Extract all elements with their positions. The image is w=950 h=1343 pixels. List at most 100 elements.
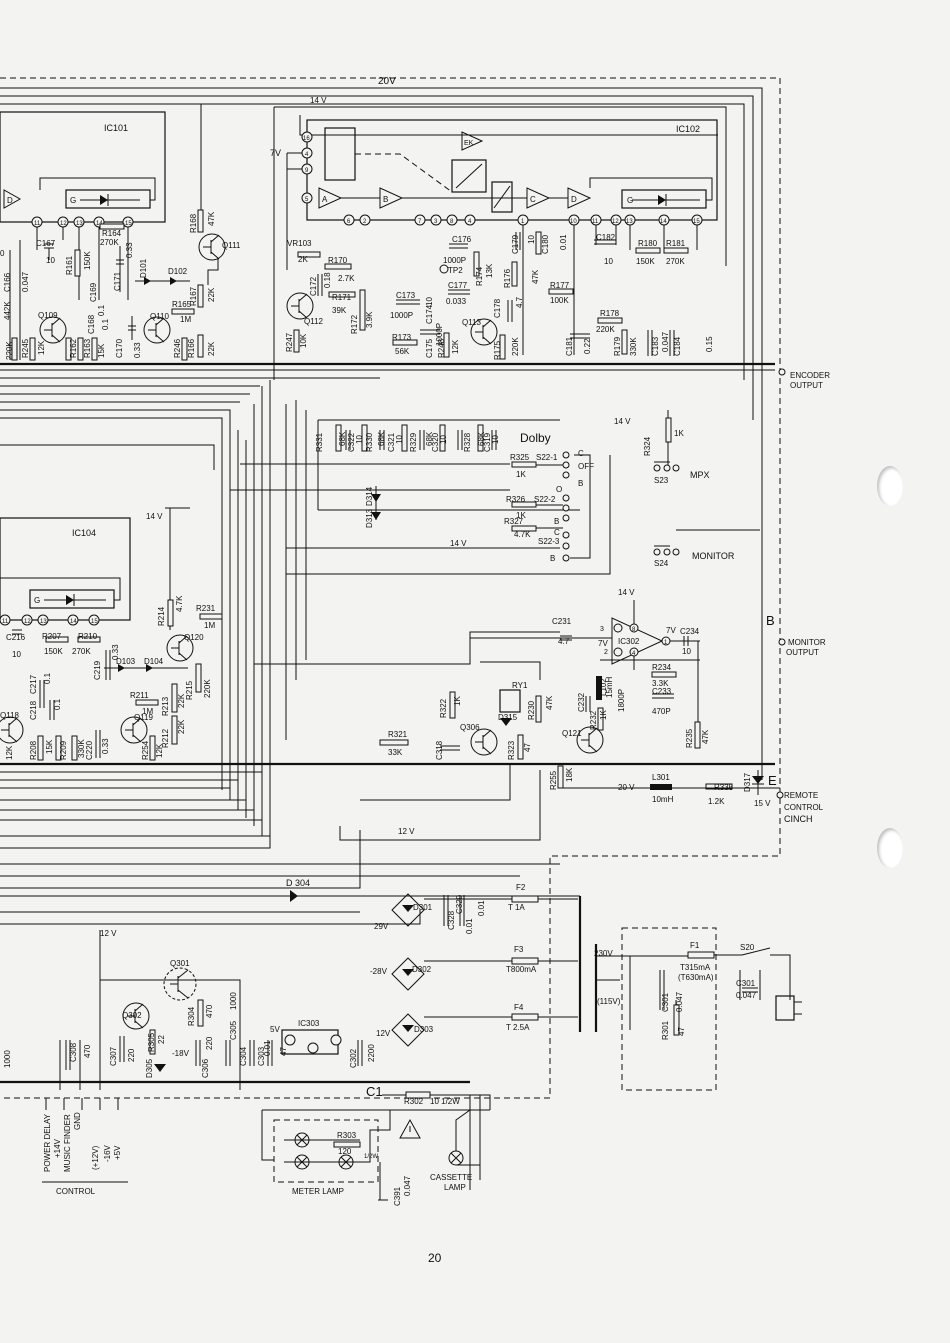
svg-text:4.7K: 4.7K (514, 530, 531, 539)
svg-text:Q306: Q306 (460, 723, 480, 732)
svg-text:C177: C177 (448, 281, 468, 290)
svg-text:R174: R174 (475, 266, 484, 286)
punch-hole-top (877, 466, 903, 506)
svg-text:C167: C167 (36, 239, 56, 248)
svg-text:2: 2 (604, 649, 608, 656)
svg-text:C218: C218 (29, 700, 38, 720)
svg-text:C182: C182 (596, 233, 616, 242)
svg-text:C321: C321 (387, 432, 396, 452)
ic102-label: IC102 (676, 124, 700, 134)
power-supply (0, 890, 802, 1190)
ic302: 3 8 2 4 1 IC302 (600, 600, 701, 749)
svg-text:4.7: 4.7 (515, 296, 524, 308)
svg-text:R165: R165 (172, 300, 192, 309)
svg-text:100K: 100K (550, 296, 569, 305)
svg-text:GND: GND (73, 1112, 82, 1130)
svg-text:0.01: 0.01 (477, 900, 486, 916)
svg-text:18K: 18K (565, 767, 574, 782)
svg-text:68K: 68K (477, 431, 486, 446)
svg-text:C216: C216 (6, 633, 26, 642)
svg-text:R329: R329 (409, 432, 418, 452)
mid-wiring (0, 380, 611, 889)
rail-7v: 7V (270, 148, 281, 158)
svg-text:13: 13 (76, 221, 83, 227)
svg-text:-16V: -16V (103, 1144, 112, 1162)
svg-text:C172: C172 (309, 276, 318, 296)
svg-text:Q118: Q118 (0, 711, 20, 720)
svg-text:R208: R208 (29, 740, 38, 760)
svg-text:R305: R305 (147, 1032, 156, 1052)
dolby-title: Dolby (520, 431, 551, 445)
svg-text:R162: R162 (69, 338, 78, 358)
svg-text:C231: C231 (552, 617, 572, 626)
punch-hole-bottom (877, 828, 903, 868)
svg-text:R173: R173 (392, 333, 412, 342)
mpx-switch (653, 410, 680, 472)
svg-text:G: G (627, 196, 633, 205)
ic101: IC101 D G (0, 111, 166, 223)
svg-text:C171: C171 (113, 271, 122, 291)
svg-text:470: 470 (83, 1044, 92, 1058)
svg-text:R255: R255 (549, 770, 558, 790)
svg-text:R323: R323 (507, 740, 516, 760)
svg-text:10 1/2W: 10 1/2W (430, 1097, 460, 1106)
svg-text:2: 2 (363, 219, 367, 225)
svg-text:22K: 22K (207, 287, 216, 302)
svg-text:D101: D101 (139, 258, 148, 278)
svg-text:220K: 220K (596, 325, 615, 334)
svg-text:C: C (554, 528, 560, 537)
svg-text:0.1: 0.1 (101, 318, 110, 330)
svg-text:R335: R335 (714, 783, 734, 792)
svg-text:Q120: Q120 (184, 633, 204, 642)
svg-text:+14V: +14V (53, 1138, 62, 1158)
svg-text:R213: R213 (161, 696, 170, 716)
svg-text:C175: C175 (425, 338, 434, 358)
ic104-labels: C216 10 R207 150K R210 270K R231 1M R214… (0, 595, 216, 760)
svg-text:C174: C174 (425, 304, 434, 324)
svg-text:1K: 1K (516, 511, 526, 520)
svg-text:10: 10 (491, 435, 500, 444)
svg-text:15 V: 15 V (754, 799, 771, 808)
svg-text:IC302: IC302 (618, 637, 640, 646)
svg-text:R322: R322 (439, 698, 448, 718)
svg-text:22K: 22K (177, 693, 186, 708)
svg-text:D301: D301 (413, 903, 433, 912)
svg-text:POWER DELAY: POWER DELAY (43, 1113, 52, 1172)
svg-text:R327: R327 (504, 517, 524, 526)
svg-text:0: 0 (0, 249, 5, 258)
svg-text:T315mA: T315mA (680, 963, 711, 972)
svg-text:C301: C301 (661, 992, 670, 1012)
svg-text:4.7K: 4.7K (175, 595, 184, 612)
svg-text:R168: R168 (189, 213, 198, 233)
svg-text:47K: 47K (545, 695, 554, 710)
svg-text:F4: F4 (514, 1003, 524, 1012)
svg-text:C322: C322 (347, 432, 356, 452)
svg-text:1M: 1M (142, 707, 153, 716)
svg-text:230V: 230V (594, 949, 613, 958)
svg-text:B: B (766, 613, 775, 628)
svg-text:C180: C180 (541, 234, 550, 254)
svg-text:R210: R210 (78, 632, 98, 641)
svg-text:20 V: 20 V (618, 783, 635, 792)
svg-text:10: 10 (604, 257, 613, 266)
svg-text:S22-3: S22-3 (538, 537, 560, 546)
svg-text:9: 9 (305, 168, 309, 174)
svg-text:1000P: 1000P (390, 311, 413, 320)
svg-text:14 V: 14 V (450, 539, 467, 548)
svg-text:0.15: 0.15 (705, 336, 714, 352)
svg-text:0.01: 0.01 (263, 1040, 272, 1056)
svg-text:120: 120 (338, 1147, 352, 1156)
svg-text:10: 10 (439, 435, 448, 444)
svg-text:15K: 15K (45, 739, 54, 754)
monitor-output: B MONITOR OUTPUT (766, 613, 826, 657)
svg-text:270K: 270K (72, 647, 91, 656)
meter-lamp: METER LAMP R303 120 1/2W C391 0.047 (261, 1109, 490, 1206)
svg-text:12: 12 (60, 221, 67, 227)
svg-text:1M: 1M (180, 315, 191, 324)
svg-text:C318: C318 (435, 740, 444, 760)
svg-text:R209: R209 (59, 740, 68, 760)
svg-text:D104: D104 (144, 657, 164, 666)
svg-text:R232: R232 (589, 710, 598, 730)
svg-text:3: 3 (434, 219, 438, 225)
svg-text:220: 220 (127, 1048, 136, 1062)
